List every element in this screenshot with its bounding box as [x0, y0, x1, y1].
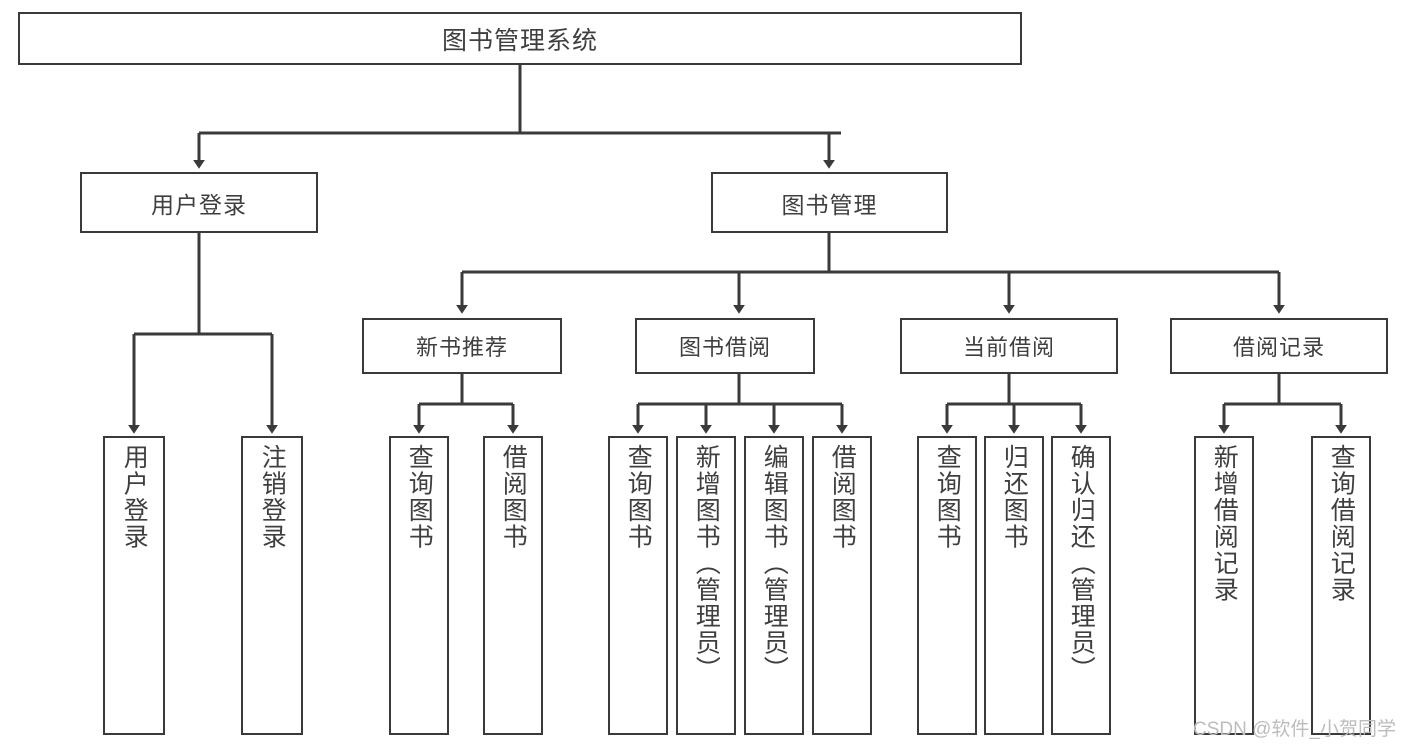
leaf-user-login[interactable]: 用户登录	[103, 436, 165, 735]
node-label: 新增借阅记录	[1210, 444, 1239, 603]
leaf-borrow-edit-book-admin[interactable]: 编辑图书（管理员）	[744, 436, 804, 735]
leaf-current-confirm-return-admin[interactable]: 确认归还（管理员）	[1051, 436, 1111, 735]
node-label: 用户登录	[151, 191, 247, 218]
leaf-record-query-borrow-record[interactable]: 查询借阅记录	[1311, 436, 1371, 735]
node-label: 注销登录	[258, 444, 287, 550]
node-label: 借阅记录	[1232, 335, 1325, 360]
node-book-management[interactable]: 图书管理	[711, 172, 948, 233]
node-label: 借阅图书	[828, 444, 857, 550]
node-current-borrow[interactable]: 当前借阅	[900, 318, 1118, 374]
node-label: 借阅图书	[499, 444, 528, 550]
node-book-borrow[interactable]: 图书借阅	[635, 318, 815, 374]
leaf-borrow-query-book[interactable]: 查询图书	[608, 436, 668, 735]
node-label: 查询图书	[405, 444, 434, 550]
node-label: 查询借阅记录	[1327, 444, 1356, 603]
node-label: 新书推荐	[415, 335, 508, 360]
node-label: 确认归还（管理员）	[1067, 444, 1096, 683]
node-label: 图书借阅	[678, 335, 771, 360]
node-label: 查询图书	[624, 444, 653, 550]
leaf-newbook-query-book[interactable]: 查询图书	[389, 436, 449, 735]
node-label: 归还图书	[1000, 444, 1029, 550]
node-borrow-record[interactable]: 借阅记录	[1170, 318, 1388, 374]
node-label: 当前借阅	[962, 335, 1055, 360]
leaf-newbook-borrow-book[interactable]: 借阅图书	[483, 436, 543, 735]
node-user-login[interactable]: 用户登录	[80, 172, 318, 233]
csdn-watermark: CSDN @软件_小贺同学	[1193, 719, 1396, 740]
leaf-logout[interactable]: 注销登录	[241, 436, 303, 735]
node-new-book-recommend[interactable]: 新书推荐	[362, 318, 562, 374]
node-label: 新增图书（管理员）	[692, 444, 721, 683]
node-label: 用户登录	[120, 444, 149, 550]
node-label: 编辑图书（管理员）	[760, 444, 789, 683]
node-label: 图书管理系统	[441, 26, 598, 55]
node-label: 图书管理	[781, 191, 878, 218]
node-root-book-management-system[interactable]: 图书管理系统	[18, 12, 1022, 65]
leaf-record-add-borrow-record[interactable]: 新增借阅记录	[1194, 436, 1254, 735]
leaf-borrow-add-book-admin[interactable]: 新增图书（管理员）	[676, 436, 736, 735]
leaf-borrow-borrow-book[interactable]: 借阅图书	[812, 436, 872, 735]
node-label: 查询图书	[933, 444, 962, 550]
leaf-current-return-book[interactable]: 归还图书	[984, 436, 1044, 735]
leaf-current-query-book[interactable]: 查询图书	[917, 436, 977, 735]
